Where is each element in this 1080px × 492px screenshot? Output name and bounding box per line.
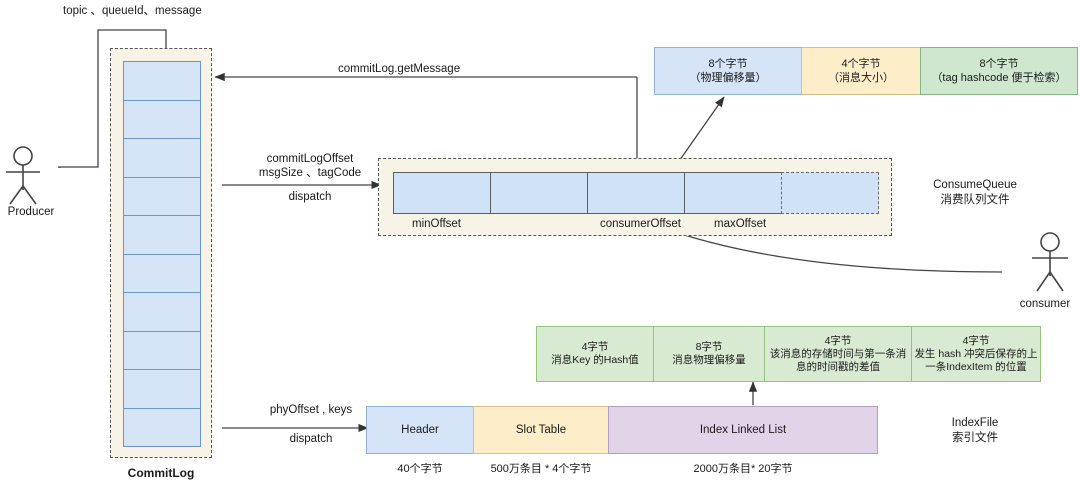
cq-byte-field-offset-size: 8个字节 <box>708 58 748 70</box>
consumequeue-title: ConsumeQueue 消费队列文件 <box>900 178 1050 208</box>
edge-label-dispatch-cq: dispatch <box>288 191 332 203</box>
consumequeue-marker-min-offset: minOffset <box>412 218 461 230</box>
indexfile-section-slot-table: Slot Table <box>473 406 609 454</box>
edge-label-dispatch-cq-params: commitLogOffset msgSize 、tagCode <box>240 152 380 180</box>
consumequeue-cell <box>781 172 879 214</box>
consumequeue-cell <box>393 172 491 214</box>
commitlog-cell <box>123 330 201 370</box>
cq-byte-field-size-desc: （消息大小） <box>828 72 894 84</box>
consumequeue-name-cn: 消费队列文件 <box>940 194 1010 206</box>
indexfile-layout: Header Slot Table Index Linked List <box>366 406 878 454</box>
cq-byte-field-offset-desc: （物理偏移量） <box>689 72 767 84</box>
indexitem-field-previndex: 4字节 发生 hash 冲突后保存的上一条IndexItem 的位置 <box>911 326 1041 382</box>
consumequeue-cell <box>587 172 685 214</box>
consumer-figure-icon <box>1032 232 1068 292</box>
cq-byte-field-offset: 8个字节 （物理偏移量） <box>654 47 802 95</box>
indexitem-field-keyhash-desc: 消息Key 的Hash值 <box>551 354 639 366</box>
consumequeue-container <box>378 158 892 236</box>
edge-label-get-message: commitLog.getMessage <box>338 63 461 75</box>
indexitem-field-previndex-size: 4字节 <box>962 334 990 347</box>
commitlog-cell <box>123 369 201 409</box>
commitlog-cell <box>123 215 201 255</box>
cq-byte-field-taghash-size: 8个字节 <box>979 58 1019 70</box>
indexfile-caption-header: 40个字节 <box>397 463 443 475</box>
indexitem-field-timediff-desc: 该消息的存储时间与第一条消息的时间戳的差值 <box>769 347 907 373</box>
producer-label: Producer <box>7 206 55 218</box>
indexitem-field-previndex-desc: 发生 hash 冲突后保存的上一条IndexItem 的位置 <box>914 347 1038 373</box>
dispatch-cq-param-line1: commitLogOffset <box>266 153 354 165</box>
indexitem-field-phyoffset-desc: 消息物理偏移量 <box>672 354 746 366</box>
cq-byte-field-taghash-desc: （tag hashcode 便于检索） <box>931 72 1067 84</box>
cq-byte-field-size: 4个字节 （消息大小） <box>801 47 921 95</box>
edge-label-dispatch-index: dispatch <box>289 433 333 445</box>
commitlog-cell <box>123 176 201 216</box>
edge-label-dispatch-index-params: phyOffset , keys <box>269 404 353 416</box>
indexitem-field-timediff: 4字节 该消息的存储时间与第一条消息的时间戳的差值 <box>764 326 912 382</box>
consumequeue-name: ConsumeQueue <box>933 179 1017 191</box>
indexitem-field-keyhash: 4字节 消息Key 的Hash值 <box>536 326 654 382</box>
commitlog-cell <box>123 61 201 101</box>
indexfile-caption-slot-table: 500万条目 * 4个字节 <box>490 463 592 475</box>
indexfile-caption-index-linked-list: 2000万条目* 20字节 <box>693 463 793 475</box>
indexitem-byte-layout: 4字节 消息Key 的Hash值 8字节 消息物理偏移量 4字节 该消息的存储时… <box>536 326 1041 382</box>
indexfile-name-cn: 索引文件 <box>952 432 998 444</box>
consumequeue-marker-consumer-offset: consumerOffset <box>600 218 681 230</box>
indexitem-field-keyhash-size: 4字节 <box>581 341 609 353</box>
dispatch-cq-param-line2: msgSize 、tagCode <box>258 167 362 179</box>
cq-byte-field-size-size: 4个字节 <box>841 58 881 70</box>
edge-label-produce: topic 、queueId、message <box>63 5 202 17</box>
commitlog-cell-list <box>123 61 201 447</box>
indexitem-field-phyoffset-size: 8字节 <box>695 341 723 353</box>
indexfile-name: IndexFile <box>951 417 999 429</box>
producer-figure-icon <box>6 146 40 205</box>
consumequeue-cell <box>490 172 588 214</box>
indexfile-section-index-linked-list: Index Linked List <box>608 406 878 454</box>
consumequeue-item-byte-layout: 8个字节 （物理偏移量） 4个字节 （消息大小） 8个字节 （tag hashc… <box>654 47 1078 95</box>
indexfile-title: IndexFile 索引文件 <box>900 416 1050 446</box>
commitlog-cell <box>123 253 201 293</box>
indexitem-field-timediff-size: 4字节 <box>824 334 852 347</box>
commitlog-cell <box>123 407 201 447</box>
commitlog-cell <box>123 292 201 332</box>
commitlog-container <box>110 48 212 458</box>
commitlog-cell <box>123 99 201 139</box>
commitlog-cell <box>123 138 201 178</box>
consumer-label: consumer <box>1019 298 1071 310</box>
indexitem-field-phyoffset: 8字节 消息物理偏移量 <box>653 326 765 382</box>
commitlog-label: CommitLog <box>127 466 195 480</box>
consumequeue-marker-max-offset: maxOffset <box>714 218 767 230</box>
cq-byte-field-taghash: 8个字节 （tag hashcode 便于检索） <box>920 47 1078 95</box>
consumequeue-cell-list <box>393 172 879 214</box>
indexfile-section-header: Header <box>366 406 474 454</box>
consumequeue-cell <box>684 172 782 214</box>
